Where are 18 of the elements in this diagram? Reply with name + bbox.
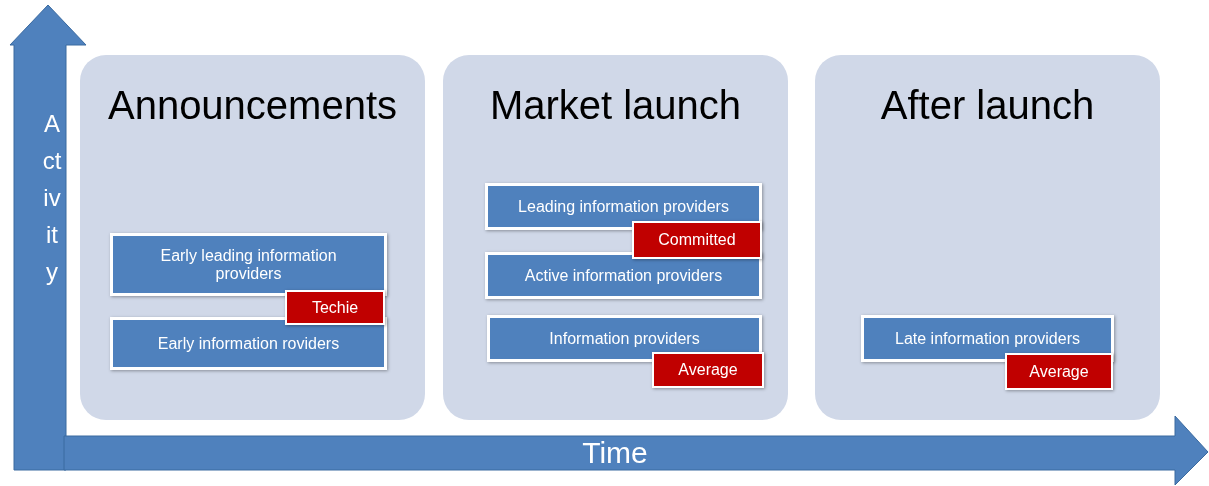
category-tag: Average	[1005, 353, 1113, 390]
panel-title: After launch	[879, 83, 1096, 128]
group-box: Active information providers	[485, 252, 762, 299]
category-tag: Techie	[285, 290, 385, 325]
panel-title: Market launch	[488, 83, 743, 128]
phase-panel	[80, 55, 425, 420]
phase-panel	[815, 55, 1160, 420]
axis-label: Time	[581, 436, 649, 470]
group-box: Information providers	[487, 315, 762, 362]
group-box: Late information providers	[861, 315, 1114, 362]
axis-label: Activity	[42, 109, 62, 287]
group-box: Leading information providers	[485, 183, 762, 230]
category-tag: Average	[652, 352, 764, 388]
panel-title: Announcements	[106, 83, 399, 128]
phase-panel	[443, 55, 788, 420]
group-box: Early leading information providers	[110, 233, 387, 296]
group-box: Early information roviders	[110, 317, 387, 370]
category-tag: Committed	[632, 221, 762, 259]
